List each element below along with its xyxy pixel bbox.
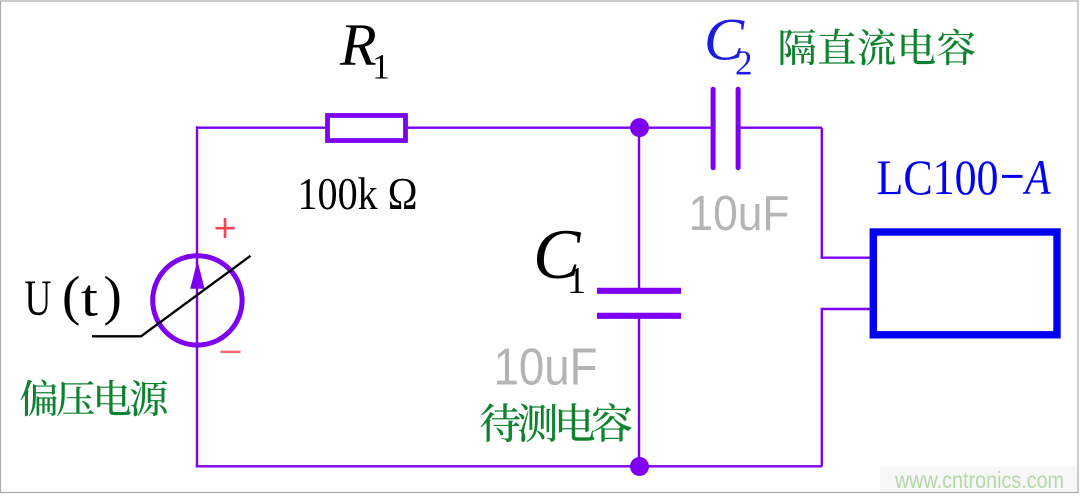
- svg-text:R: R: [339, 12, 377, 78]
- svg-text:1: 1: [372, 47, 390, 87]
- svg-text:100k Ω: 100k Ω: [298, 169, 418, 219]
- svg-text:10uF: 10uF: [689, 187, 790, 241]
- svg-text:U: U: [25, 269, 52, 326]
- svg-text:2: 2: [735, 44, 753, 83]
- svg-text:t: t: [81, 269, 98, 327]
- svg-text:1: 1: [567, 260, 586, 302]
- svg-text:10uF: 10uF: [494, 339, 598, 397]
- svg-text:A: A: [1022, 150, 1051, 205]
- svg-text:): ): [104, 265, 122, 326]
- svg-text:(: (: [62, 265, 80, 326]
- svg-text:C: C: [533, 216, 582, 294]
- svg-text:LC100: LC100: [877, 149, 999, 205]
- svg-text:www.cntronics.com: www.cntronics.com: [894, 467, 1064, 493]
- svg-text:C: C: [704, 7, 745, 73]
